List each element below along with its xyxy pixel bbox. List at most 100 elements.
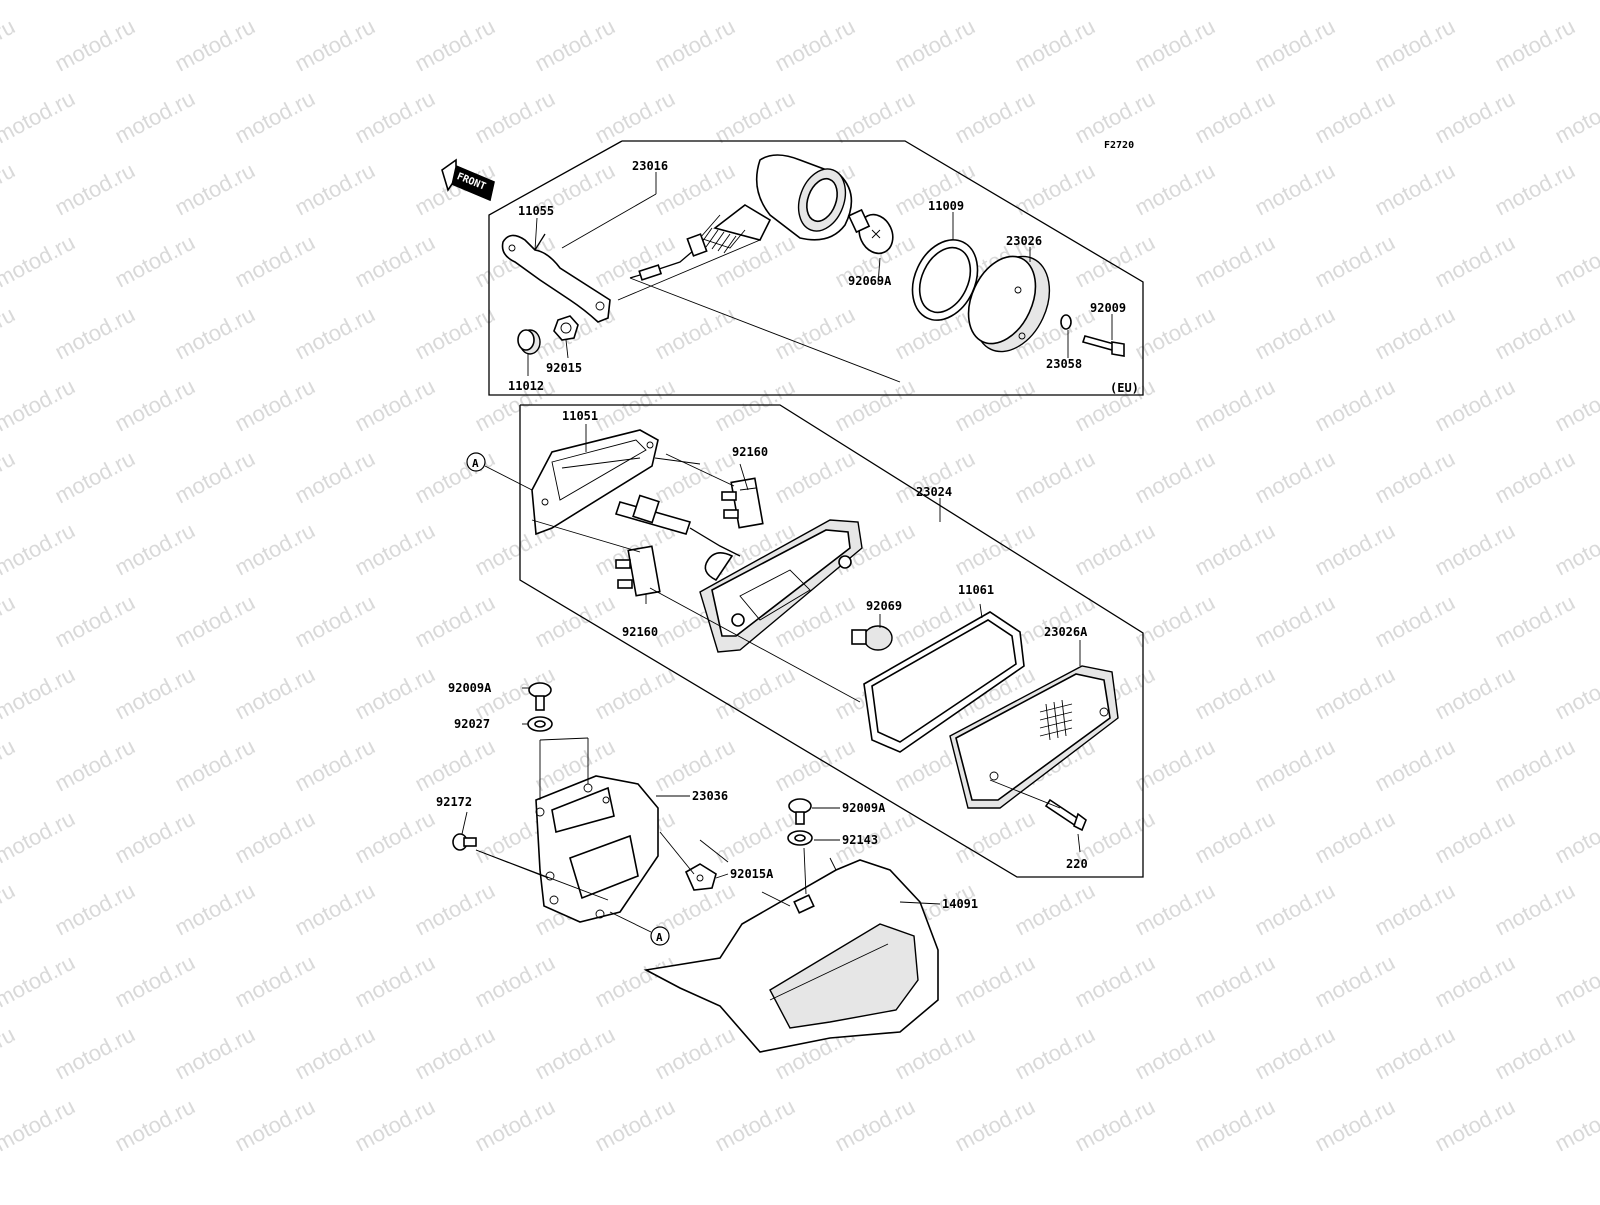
watermark-text: motod.ru	[1491, 590, 1579, 653]
watermark-text: motod.ru	[1431, 806, 1519, 869]
watermark-text: motod.ru	[1191, 86, 1279, 149]
watermark-text: motod.ru	[591, 0, 679, 4]
watermark-text: motod.ru	[411, 14, 499, 77]
watermark-text: motod.ru	[591, 230, 679, 293]
watermark-text: motod.ru	[1251, 1022, 1339, 1085]
label-92027: 92027	[454, 717, 490, 731]
watermark-text: motod.ru	[1371, 734, 1459, 797]
watermark-text: motod.ru	[1371, 590, 1459, 653]
watermark-text: motod.ru	[1311, 374, 1399, 437]
watermark-text: motod.ru	[771, 14, 859, 77]
watermark-text: motod.ru	[1491, 158, 1579, 221]
watermark-text: motod.ru	[1491, 14, 1579, 77]
watermark-text: motod.ru	[291, 734, 379, 797]
watermark-text: motod.ru	[1251, 878, 1339, 941]
watermark-text: motod.ru	[1551, 518, 1600, 581]
watermark-text: motod.ru	[1311, 806, 1399, 869]
label-92015a: 92015A	[730, 867, 774, 881]
watermark-text: motod.ru	[1251, 590, 1339, 653]
watermark-text: motod.ru	[1131, 590, 1219, 653]
watermark-text: motod.ru	[1131, 302, 1219, 365]
lower-leader-lines	[461, 687, 941, 907]
label-11012: 11012	[508, 379, 544, 393]
watermark-text: motod.ru	[1131, 158, 1219, 221]
watermark-text: motod.ru	[51, 446, 139, 509]
label-92160-top: 92160	[732, 445, 768, 459]
watermark-text: motod.ru	[1131, 446, 1219, 509]
watermark-text: motod.ru	[351, 86, 439, 149]
bracket-23036	[535, 775, 659, 923]
watermark-text: motod.ru	[231, 518, 319, 581]
watermark-text: motod.ru	[1131, 14, 1219, 77]
grommet-11012	[517, 329, 541, 355]
watermark-text: motod.ru	[171, 158, 259, 221]
watermark-text: motod.ru	[1371, 158, 1459, 221]
nut-92015a	[684, 863, 717, 891]
watermark-text: motod.ru	[411, 1022, 499, 1085]
watermark-text: motod.ru	[951, 518, 1039, 581]
watermark-text: motod.ru	[0, 734, 19, 797]
watermark-text: motod.ru	[1191, 0, 1279, 4]
terminal-92160-top	[721, 477, 764, 529]
watermark-text: motod.ru	[1251, 446, 1339, 509]
watermark-text: motod.ru	[111, 1094, 199, 1157]
callout-a-top: A	[466, 452, 533, 491]
label-11061: 11061	[958, 583, 994, 597]
watermark-text: motod.ru	[831, 86, 919, 149]
watermark-text: motod.ru	[0, 518, 79, 581]
watermark-text: motod.ru	[471, 950, 559, 1013]
label-14091: 14091	[942, 897, 978, 911]
watermark-text: motod.ru	[471, 0, 559, 4]
watermark-text: motod.ru	[231, 230, 319, 293]
watermark-text: motod.ru	[291, 302, 379, 365]
watermark-text: motod.ru	[1251, 158, 1339, 221]
watermark-text: motod.ru	[0, 86, 79, 149]
watermark-text: motod.ru	[1251, 734, 1339, 797]
watermark-text: motod.ru	[1551, 950, 1600, 1013]
label-23016: 23016	[632, 159, 668, 173]
watermark-text: motod.ru	[591, 662, 679, 725]
label-92009: 92009	[1090, 301, 1126, 315]
watermark-text: motod.ru	[0, 878, 19, 941]
watermark-text: motod.ru	[231, 374, 319, 437]
watermark-text: motod.ru	[51, 302, 139, 365]
watermark-text: motod.ru	[351, 950, 439, 1013]
watermark-text: motod.ru	[1371, 14, 1459, 77]
watermark-text: motod.ru	[1191, 518, 1279, 581]
watermark-text: motod.ru	[291, 1022, 379, 1085]
watermark-text: motod.ru	[411, 734, 499, 797]
watermark-text: motod.ru	[1431, 230, 1519, 293]
watermark-text: motod.ru	[171, 590, 259, 653]
label-92069a: 92069A	[848, 274, 892, 288]
watermark-text: motod.ru	[1011, 1022, 1099, 1085]
watermark-text: motod.ru	[0, 374, 79, 437]
label-11009: 11009	[928, 199, 964, 213]
label-92009a-left: 92009A	[448, 681, 492, 695]
watermark-text: motod.ru	[1311, 518, 1399, 581]
bulb-92069a	[847, 208, 894, 255]
upper-group-frame	[488, 140, 1144, 396]
watermark-text: motod.ru	[171, 14, 259, 77]
label-23058: 23058	[1046, 357, 1082, 371]
watermark-text: motod.ru	[231, 950, 319, 1013]
watermark-text: motod.ru	[291, 446, 379, 509]
watermark-text: motod.ru	[1191, 950, 1279, 1013]
watermark-text: motod.ru	[951, 0, 1039, 4]
watermark-text: motod.ru	[1431, 950, 1519, 1013]
watermark-text: motod.ru	[291, 590, 379, 653]
watermark-text: motod.ru	[1071, 230, 1159, 293]
svg-text:A: A	[472, 457, 479, 470]
watermark-text: motod.ru	[51, 734, 139, 797]
watermark-text: motod.ru	[111, 950, 199, 1013]
watermark-text: motod.ru	[591, 86, 679, 149]
watermark-text: motod.ru	[111, 0, 199, 4]
watermark-text: motod.ru	[1431, 86, 1519, 149]
bracket-11051	[531, 429, 659, 536]
watermark-text: motod.ru	[351, 518, 439, 581]
gasket-11061	[863, 611, 1025, 753]
watermark-text: motod.ru	[111, 86, 199, 149]
watermark-text: motod.ru	[0, 1022, 19, 1085]
label-92160-bottom: 92160	[622, 625, 658, 639]
watermark-text: motod.ru	[1371, 1022, 1459, 1085]
